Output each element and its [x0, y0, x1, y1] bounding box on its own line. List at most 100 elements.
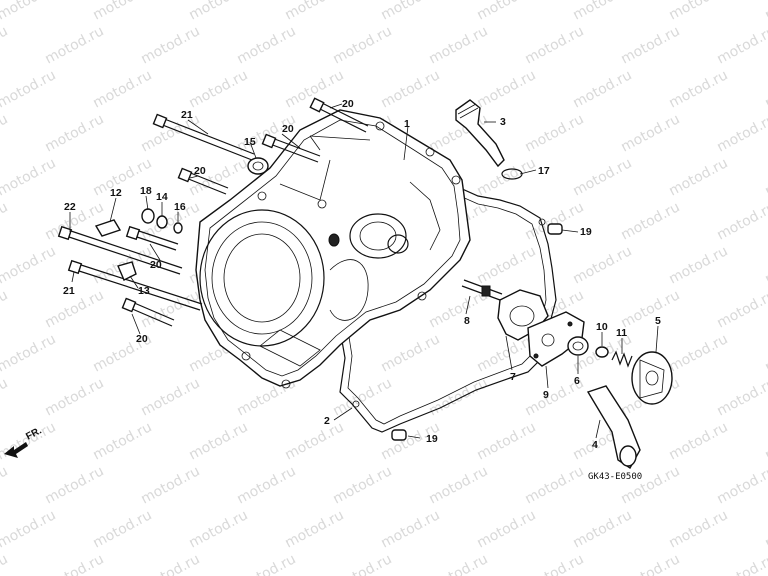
callout-16: 16 [174, 201, 186, 213]
watermark-text: motod.ru [666, 155, 730, 199]
watermark-text: motod.ru [42, 23, 106, 67]
watermark-text: motod.ru [618, 23, 682, 67]
callout-7: 7 [510, 371, 516, 383]
watermark-text: motod.ru [282, 507, 346, 551]
watermark-text: motod.ru [138, 551, 202, 576]
watermark-text: motod.ru [0, 155, 59, 199]
watermark-text: motod.ru [666, 507, 730, 551]
watermark-text: motod.ru [330, 23, 394, 67]
watermark-text: motod.ru [42, 551, 106, 576]
watermark-text: motod.ru [186, 507, 250, 551]
callout-14: 14 [156, 191, 168, 203]
oil-filler-cap-part [455, 99, 523, 180]
watermark-text: motod.ru [426, 287, 490, 331]
watermark-text: motod.ru [618, 287, 682, 331]
watermark-text: motod.ru [42, 375, 106, 419]
callout-15: 15 [244, 136, 256, 148]
watermark-text: motod.ru [714, 463, 768, 507]
watermark-text: motod.ru [378, 67, 442, 111]
watermark-text: motod.ru [138, 111, 202, 155]
watermark-text: motod.ru [90, 67, 154, 111]
callout-21-lower: 21 [63, 285, 75, 297]
callout-10: 10 [596, 321, 608, 333]
callout-5: 5 [655, 315, 661, 327]
callout-21-top: 21 [181, 109, 193, 121]
callout-20-mid: 20 [194, 165, 206, 177]
watermark-text: motod.ru [426, 463, 490, 507]
watermark-text: motod.ru [762, 155, 768, 199]
watermark-text: motod.ru [0, 463, 11, 507]
watermark-text: motod.ru [570, 155, 634, 199]
callout-13: 13 [138, 285, 150, 297]
watermark-text: motod.ru [618, 199, 682, 243]
watermark-text: motod.ru [0, 199, 11, 243]
watermark-text: motod.ru [714, 375, 768, 419]
callout-20-top: 20 [342, 98, 354, 110]
watermark-text: motod.ru [426, 23, 490, 67]
watermark-text: motod.ru [474, 0, 538, 24]
crankcase-cover-part [195, 109, 471, 389]
watermark-text: motod.ru [330, 375, 394, 419]
watermark-text: motod.ru [474, 243, 538, 287]
watermark-text: motod.ru [570, 507, 634, 551]
callout-19-top: 19 [580, 226, 592, 238]
callout-9: 9 [543, 389, 549, 401]
watermark-text: motod.ru [618, 463, 682, 507]
watermark-text: motod.ru [138, 23, 202, 67]
callout-3: 3 [500, 116, 506, 128]
watermark-text: motod.ru [522, 463, 586, 507]
watermark-text: motod.ru [282, 419, 346, 463]
callout-18: 18 [140, 185, 152, 197]
watermark-text: motod.ru [0, 331, 59, 375]
watermark-text: motod.ru [762, 243, 768, 287]
watermark-text: motod.ru [618, 551, 682, 576]
watermark-text: motod.ru [0, 375, 11, 419]
watermark-text: motod.ru [0, 67, 59, 111]
watermark-text: motod.ru [618, 111, 682, 155]
watermark-text: motod.ru [666, 0, 730, 24]
watermark-text: motod.ru [90, 507, 154, 551]
callout-20-upper: 20 [282, 123, 294, 135]
watermark-text: motod.ru [474, 67, 538, 111]
watermark-text: motod.ru [282, 0, 346, 24]
callout-17: 17 [538, 165, 550, 177]
watermark-text: motod.ru [378, 507, 442, 551]
callout-19-bottom: 19 [426, 433, 438, 445]
watermark-text: motod.ru [474, 155, 538, 199]
watermark-text: motod.ru [714, 23, 768, 67]
watermark-text: motod.ru [522, 111, 586, 155]
pump-assembly-group [391, 223, 673, 470]
watermark-text: motod.ru [666, 243, 730, 287]
callout-4: 4 [592, 439, 598, 451]
watermark-text: motod.ru [42, 111, 106, 155]
small-parts-group [94, 157, 269, 281]
watermark-text: motod.ru [570, 243, 634, 287]
watermark-text: motod.ru [186, 419, 250, 463]
watermark-text: motod.ru [522, 23, 586, 67]
watermark-text: motod.ru [714, 551, 768, 576]
watermark-text: motod.ru [0, 507, 59, 551]
watermark-text: motod.ru [762, 0, 768, 24]
watermark-text: motod.ru [474, 419, 538, 463]
watermark-text: motod.ru [666, 67, 730, 111]
watermark-text: motod.ru [762, 67, 768, 111]
watermark-text: motod.ru [378, 331, 442, 375]
watermark-text: motod.ru [138, 375, 202, 419]
callout-12: 12 [110, 187, 122, 199]
watermark-text: motod.ru [570, 67, 634, 111]
callout-2: 2 [324, 415, 330, 427]
watermark-text: motod.ru [570, 0, 634, 24]
diagram-code: GK43-E0500 [588, 472, 642, 482]
watermark-text: motod.ru [42, 463, 106, 507]
watermark-text: motod.ru [714, 199, 768, 243]
watermark-text: motod.ru [0, 111, 11, 155]
watermark-text: motod.ru [234, 551, 298, 576]
callout-labels: 21 20 20 1 3 17 19 15 20 12 18 14 16 22 … [63, 98, 661, 451]
watermark-text: motod.ru [0, 23, 11, 67]
watermark-text: motod.ru [0, 287, 11, 331]
callout-1: 1 [404, 118, 410, 130]
callout-11: 11 [616, 327, 627, 339]
watermark-text: motod.ru [186, 0, 250, 24]
leader-lines [69, 103, 659, 439]
